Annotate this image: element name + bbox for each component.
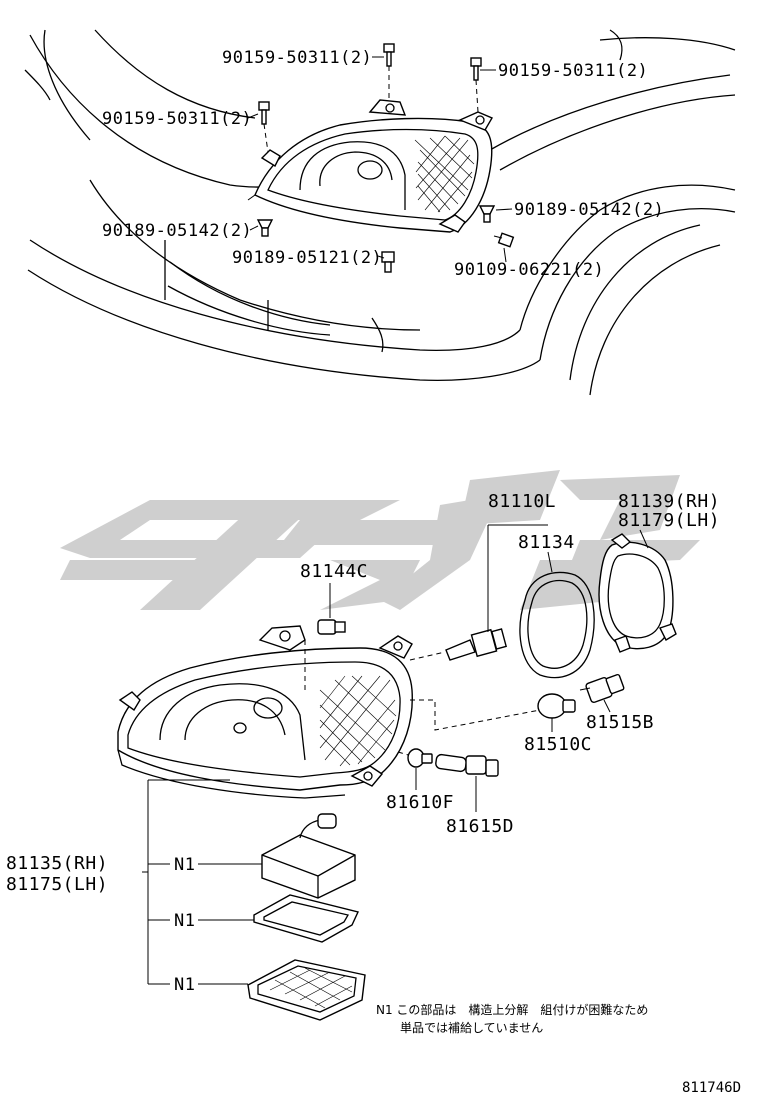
note-line-2: 単品では補給していません — [400, 1021, 543, 1035]
part-label-81144C: 81144C — [300, 561, 368, 582]
note-line-1: N1 この部品は 構造上分解 組付けが困難なため — [376, 1002, 648, 1017]
part-label-90159-50311-c: 90159-50311(2) — [102, 109, 252, 129]
leader-81139 — [639, 529, 649, 549]
screw-icon — [493, 232, 515, 248]
part-label-81139RH: 81139(RH) — [618, 491, 720, 512]
part-label-90159-50311-a: 90159-50311(2) — [222, 48, 372, 68]
lens-cover-icon — [247, 959, 366, 1021]
n1-label-seal: N1 — [174, 911, 195, 931]
screw-icon — [381, 251, 395, 273]
small-bulb-icon — [407, 748, 433, 768]
diagram-code: 811746D — [682, 1080, 741, 1096]
part-label-90159-50311-b: 90159-50311(2) — [498, 61, 648, 81]
top-leader-lines — [247, 56, 513, 263]
part-label-81615D: 81615D — [446, 816, 514, 837]
part-label-81134: 81134 — [518, 532, 575, 553]
leader-81515B — [603, 699, 611, 713]
part-bracket — [142, 779, 262, 985]
n1-label-lens: N1 — [174, 975, 195, 995]
clip-icon — [478, 205, 496, 223]
part-label-90109-06221: 90109-06221(2) — [454, 260, 604, 280]
rear-cover-icon — [598, 533, 677, 653]
headlamp-assembly-exploded — [117, 625, 413, 799]
part-label-81515B: 81515B — [586, 712, 654, 733]
socket-icon — [435, 753, 499, 777]
wedge-bulb-icon — [317, 619, 346, 635]
seal-frame-icon — [253, 894, 359, 943]
clip-icon — [256, 219, 274, 237]
bolt-icon — [258, 101, 270, 153]
bulb-socket-icon — [579, 673, 625, 704]
part-label-81510C: 81510C — [524, 734, 592, 755]
part-label-81610F: 81610F — [386, 792, 454, 813]
vehicle-front-outline — [24, 29, 736, 396]
n1-label-module: N1 — [174, 855, 195, 875]
bolt-icon — [470, 57, 482, 113]
gasket-ring-icon — [519, 571, 595, 679]
signal-bulb-icon — [537, 693, 576, 719]
part-label-81175LH: 81175(LH) — [6, 874, 108, 895]
part-label-90189-05142-b: 90189-05142(2) — [102, 221, 252, 241]
part-label-90189-05142-a: 90189-05142(2) — [514, 200, 664, 220]
headlamp-assembly-top — [247, 99, 494, 233]
leader-81134 — [547, 551, 553, 573]
control-module-icon — [261, 813, 356, 899]
part-label-81179LH: 81179(LH) — [618, 510, 720, 531]
part-label-90189-05121: 90189-05121(2) — [232, 248, 382, 268]
part-label-81110L: 81110L — [488, 491, 556, 512]
part-label-81135RH: 81135(RH) — [6, 853, 108, 874]
halogen-bulb-icon — [445, 628, 508, 661]
bolt-icon — [383, 43, 395, 100]
